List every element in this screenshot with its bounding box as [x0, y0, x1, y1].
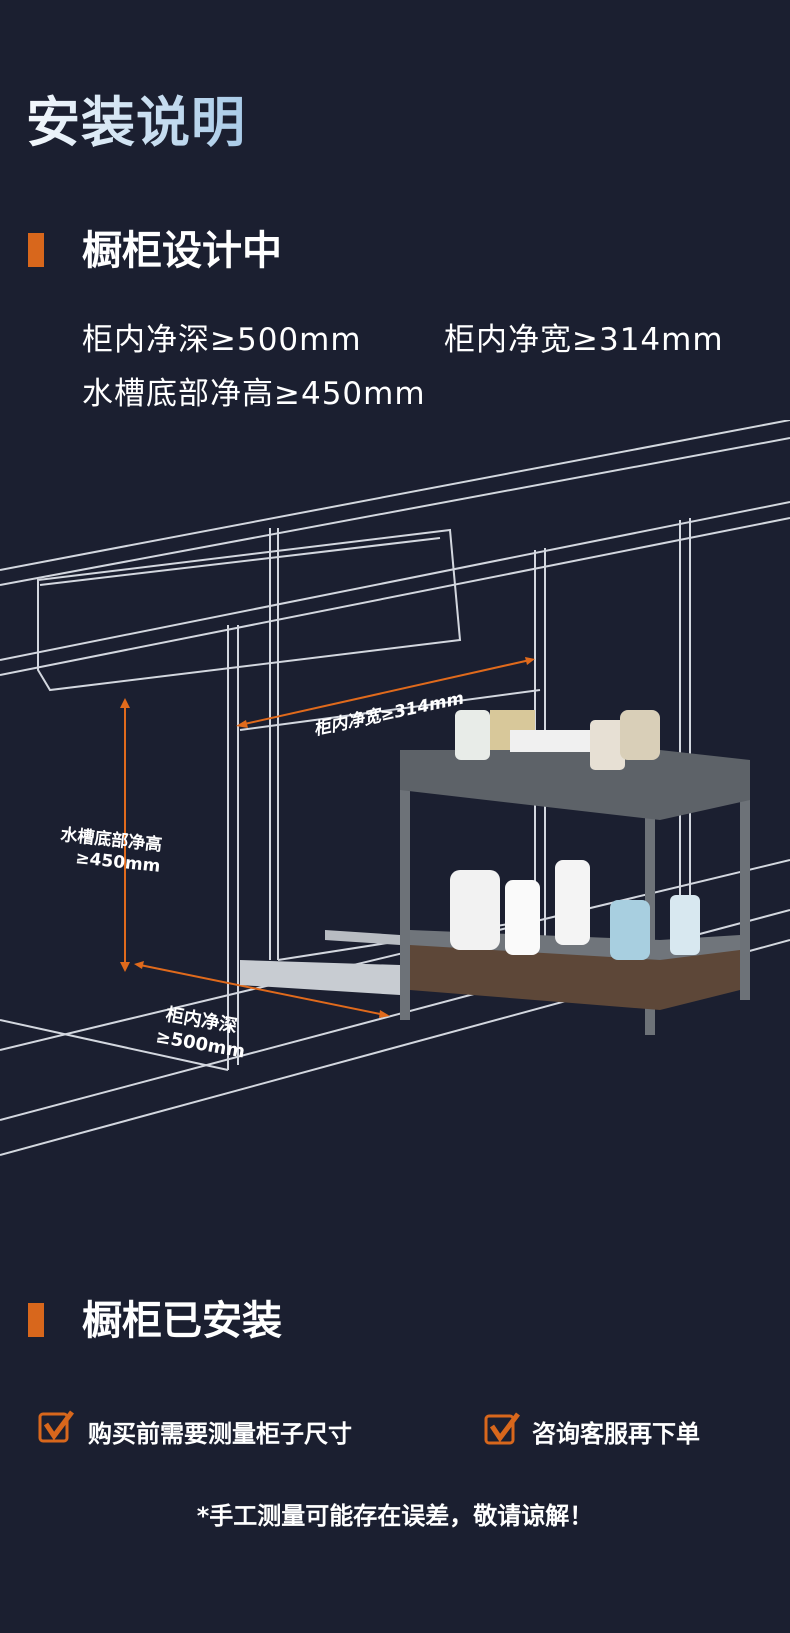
spec-height: 水槽底部净高≥450mm: [82, 376, 426, 412]
check-item-consult: 咨询客服再下单: [532, 1420, 700, 1448]
pull-out-basket-image: [240, 710, 750, 1035]
checkbox-checked-icon: [38, 1410, 74, 1443]
disclaimer-note: *手工测量可能存在误差，敬请谅解！: [196, 1502, 594, 1530]
section-marker: [28, 233, 44, 267]
spec-depth: 柜内净深≥500mm: [82, 322, 362, 358]
spec-width: 柜内净宽≥314mm: [444, 322, 724, 358]
page-title: 安装说明: [26, 78, 246, 157]
section-marker: [28, 1303, 44, 1337]
cabinet-diagram: 柜内净宽≥314mm 水槽底部净高 ≥450mm 柜内净深 ≥500mm: [0, 420, 790, 1156]
check-item-measure: 购买前需要测量柜子尺寸: [88, 1420, 352, 1448]
width-label: 柜内净宽≥314mm: [312, 688, 466, 739]
checkbox-checked-icon: [484, 1412, 520, 1445]
section-heading-design: 橱柜设计中: [82, 228, 282, 274]
section-heading-installed: 橱柜已安装: [82, 1298, 282, 1344]
